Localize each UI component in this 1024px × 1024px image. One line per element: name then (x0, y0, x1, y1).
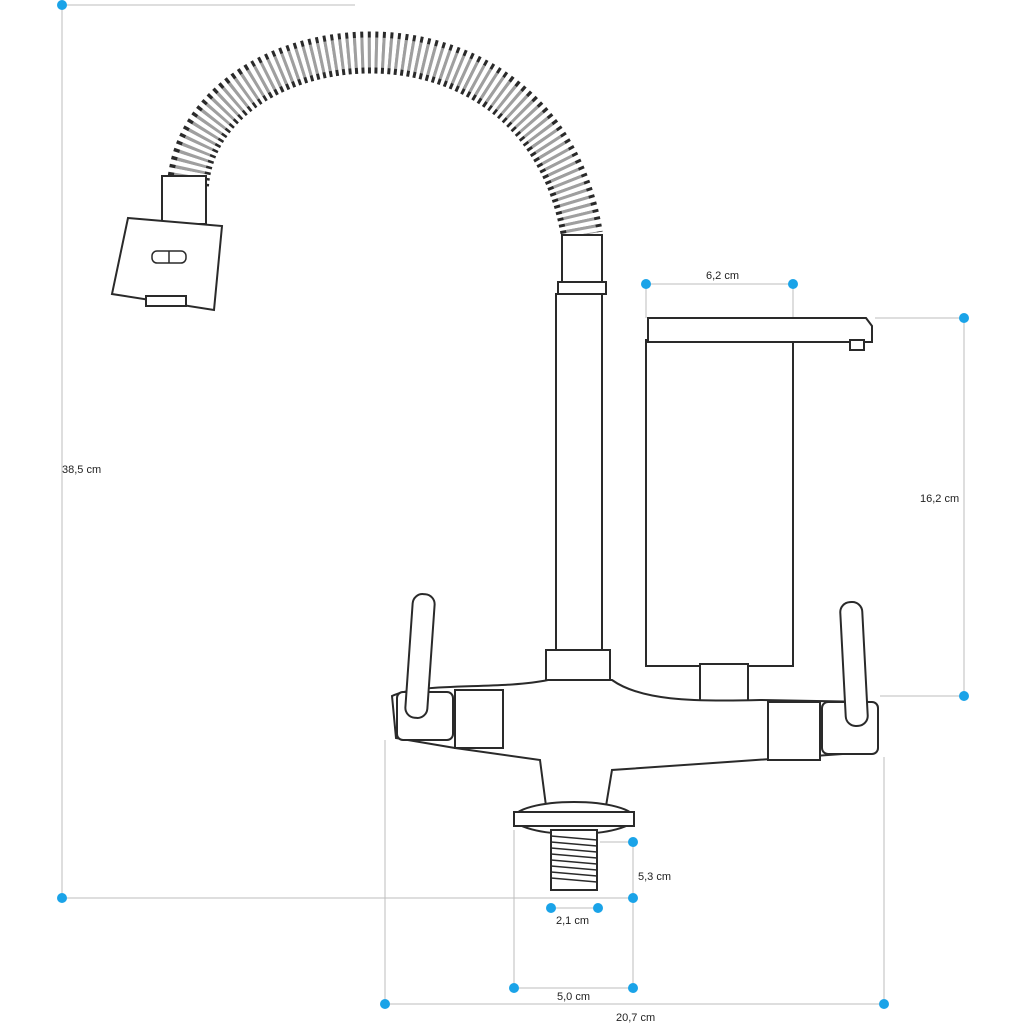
dimension-markers (57, 0, 969, 1009)
left-valve-body (454, 689, 504, 749)
dim-marker-thread-dia-right (593, 903, 603, 913)
right-valve-body (767, 701, 821, 761)
hose-lower-fitting (561, 234, 603, 286)
dim-marker-base-left (509, 983, 519, 993)
spray-head (110, 216, 224, 312)
dim-marker-thread-bottom (628, 893, 638, 903)
heater-spout (647, 317, 873, 343)
dim-marker-base-right (628, 983, 638, 993)
label-thread-diameter: 2,1 cm (556, 915, 589, 927)
label-base-diameter: 5,0 cm (557, 991, 590, 1003)
left-lever (404, 593, 436, 719)
dim-marker-total-height-bottom (57, 893, 67, 903)
label-thread-length: 5,3 cm (638, 871, 671, 883)
label-heater-width: 6,2 cm (706, 270, 739, 282)
spray-head-fitting (161, 175, 207, 225)
right-lever (839, 601, 869, 727)
dimension-lines (61, 4, 965, 1005)
thread-lines (550, 835, 598, 883)
dim-marker-heater-height-bottom (959, 691, 969, 701)
dim-marker-total-width-left (380, 999, 390, 1009)
spout-tube (555, 293, 603, 653)
label-total-width: 20,7 cm (616, 1012, 655, 1024)
dim-marker-heater-width-right (788, 279, 798, 289)
heater-body (645, 339, 794, 667)
dim-marker-total-height-top (57, 0, 67, 10)
dim-marker-thread-top (628, 837, 638, 847)
dim-marker-heater-width-left (641, 279, 651, 289)
dimension-labels: 38,5 cm 6,2 cm 16,2 cm 5,3 cm 2,1 cm 5,0… (62, 270, 959, 1024)
faucet-body (110, 31, 879, 891)
dim-marker-thread-dia-left (546, 903, 556, 913)
label-heater-height: 16,2 cm (920, 493, 959, 505)
dim-marker-heater-height-top (959, 313, 969, 323)
heater-nozzle (849, 339, 865, 351)
label-total-height: 38,5 cm (62, 464, 101, 476)
dim-marker-total-width-right (879, 999, 889, 1009)
